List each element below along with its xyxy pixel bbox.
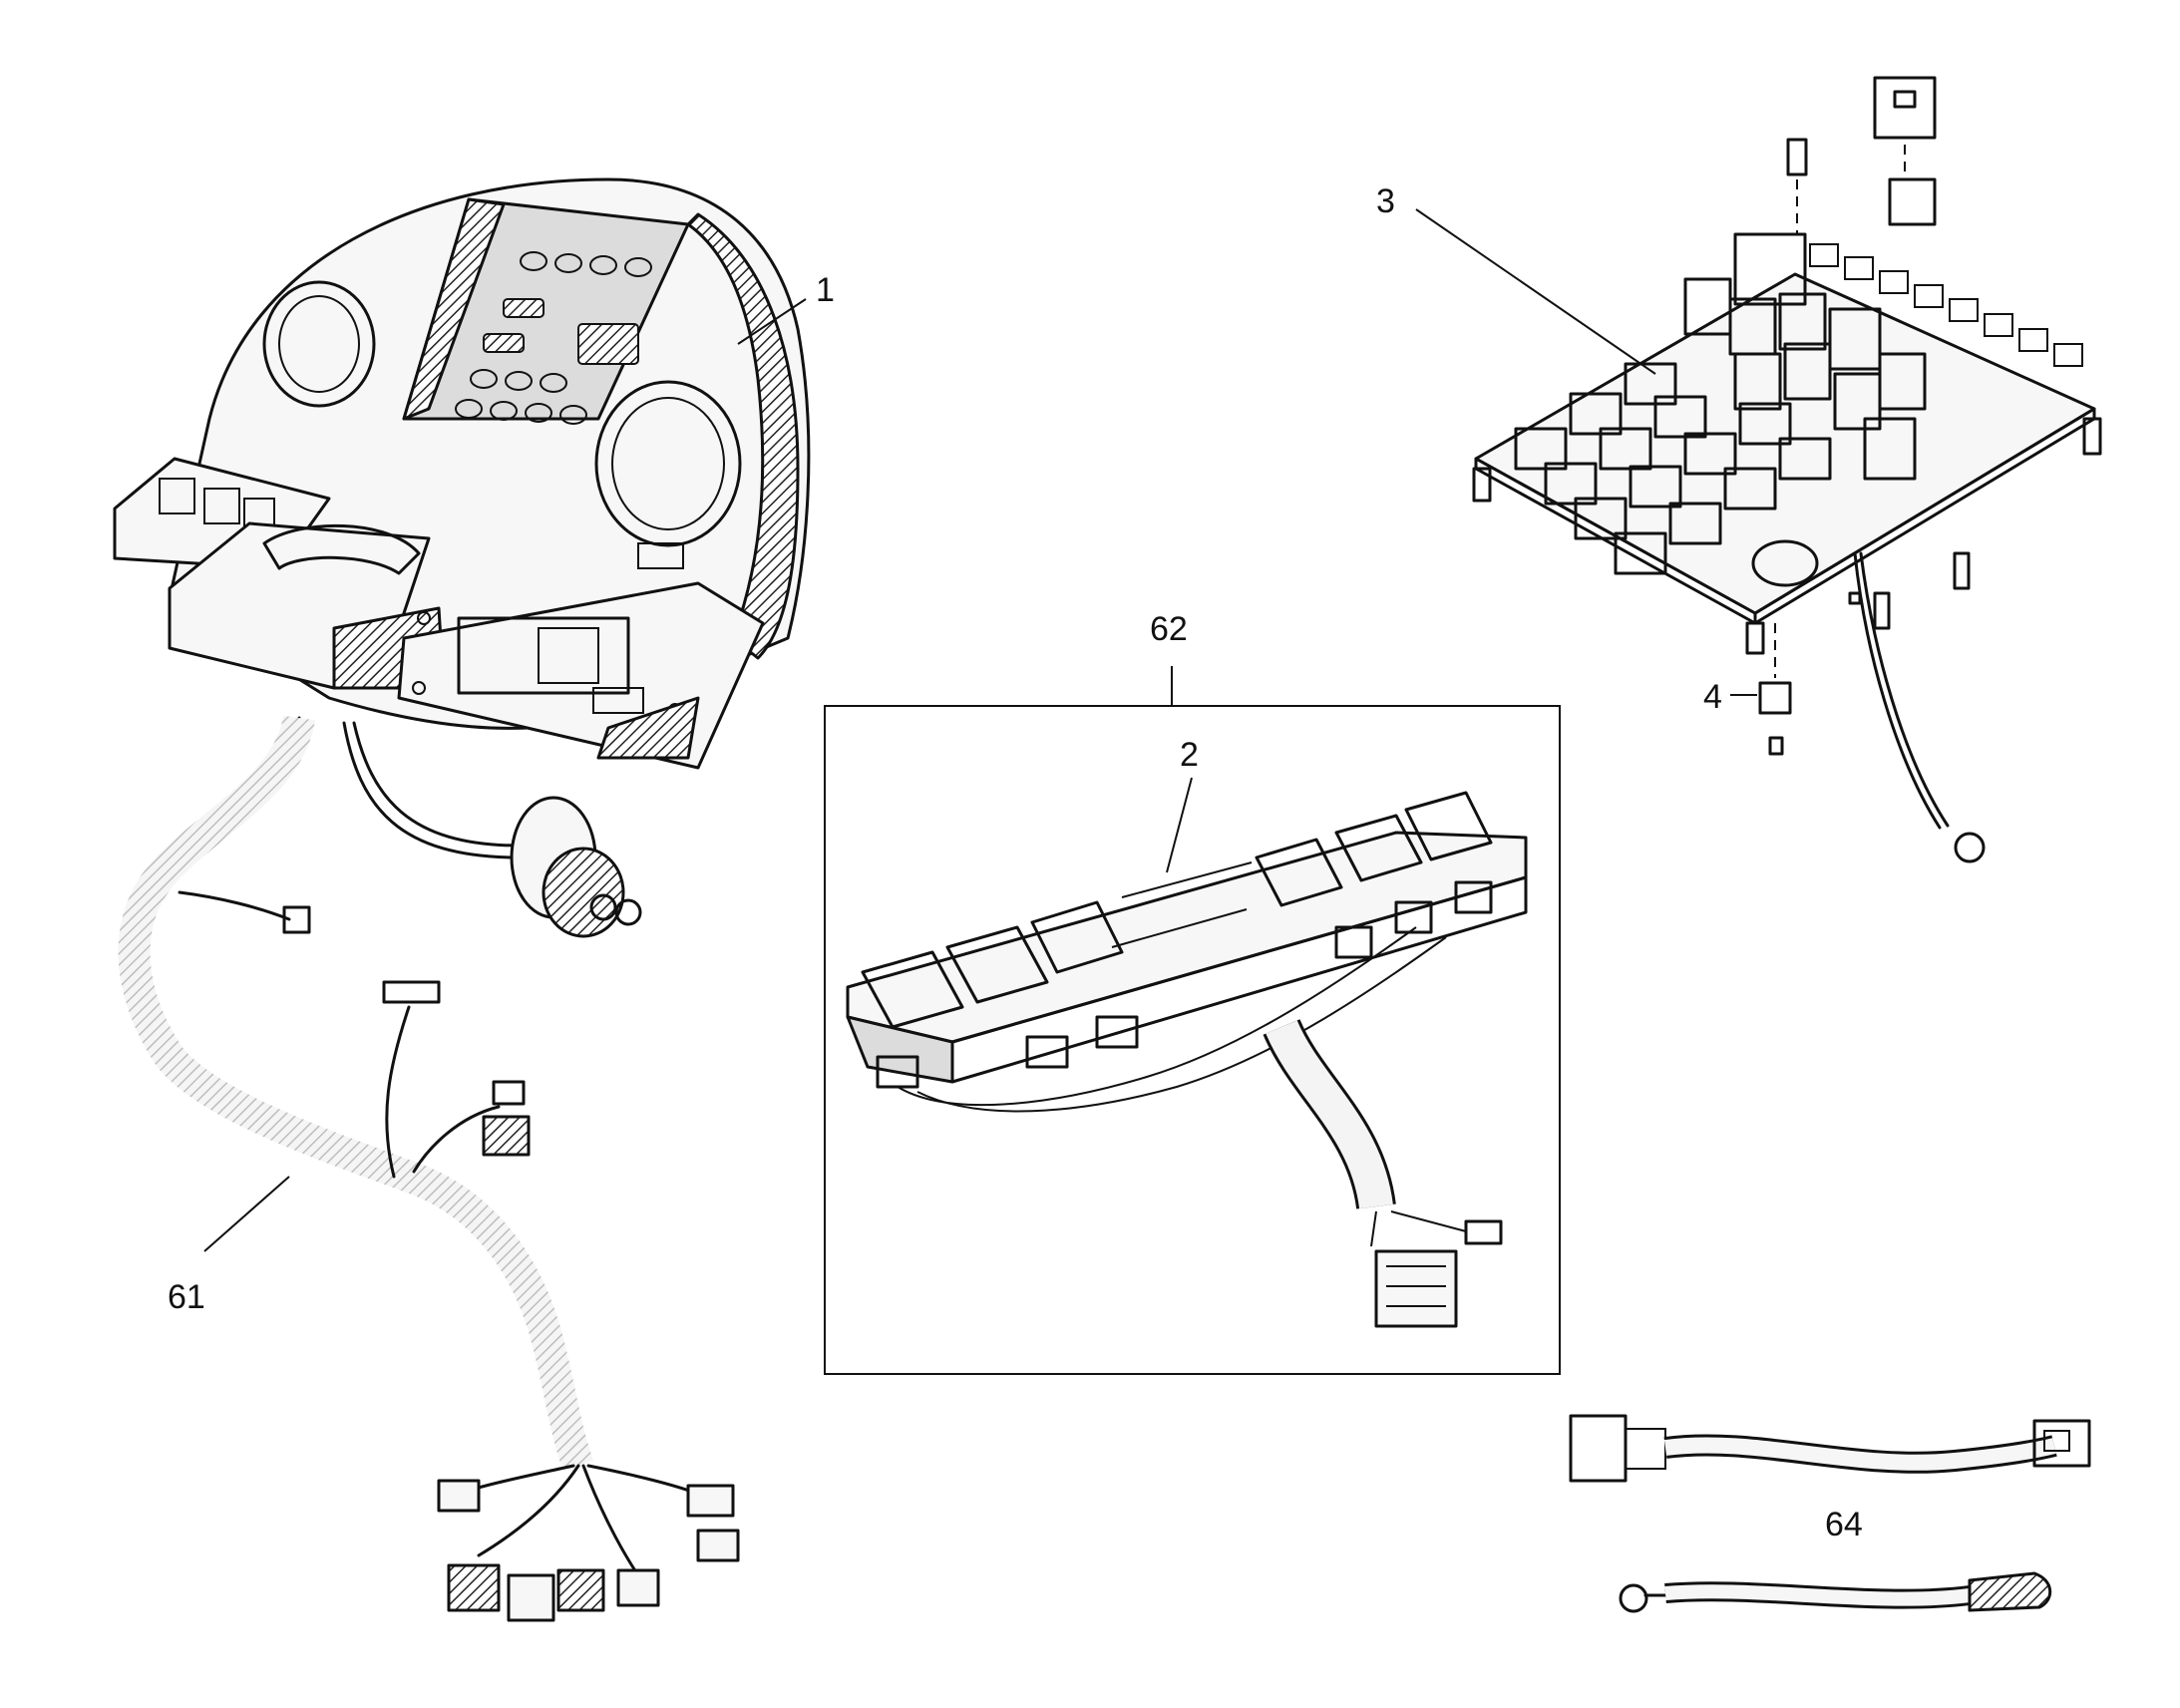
leader-2 [1166,777,1193,873]
callout-3: 3 [1376,182,1395,220]
switch-panel-assembly: 62 [824,610,1561,1375]
callout-1: 1 [816,271,835,309]
callout-64: 64 [1825,1506,1863,1543]
leader-3 [1415,208,1656,375]
leader-1 [737,298,807,345]
ignition-switch [510,796,642,938]
main-wiring-harness: 61 [118,714,740,1622]
callout-61: 61 [168,1278,205,1316]
callout-4: 4 [1703,678,1722,716]
callout-2: 2 [1180,736,1199,774]
relay-fuse-board: 3 4 [1376,76,2102,863]
assembly-box [824,705,1561,1375]
instrument-dashboard [113,177,811,770]
cable-set: 64 [1569,1414,2091,1613]
callout-62: 62 [1150,610,1188,648]
spare-relay-fuse [1786,76,1937,234]
